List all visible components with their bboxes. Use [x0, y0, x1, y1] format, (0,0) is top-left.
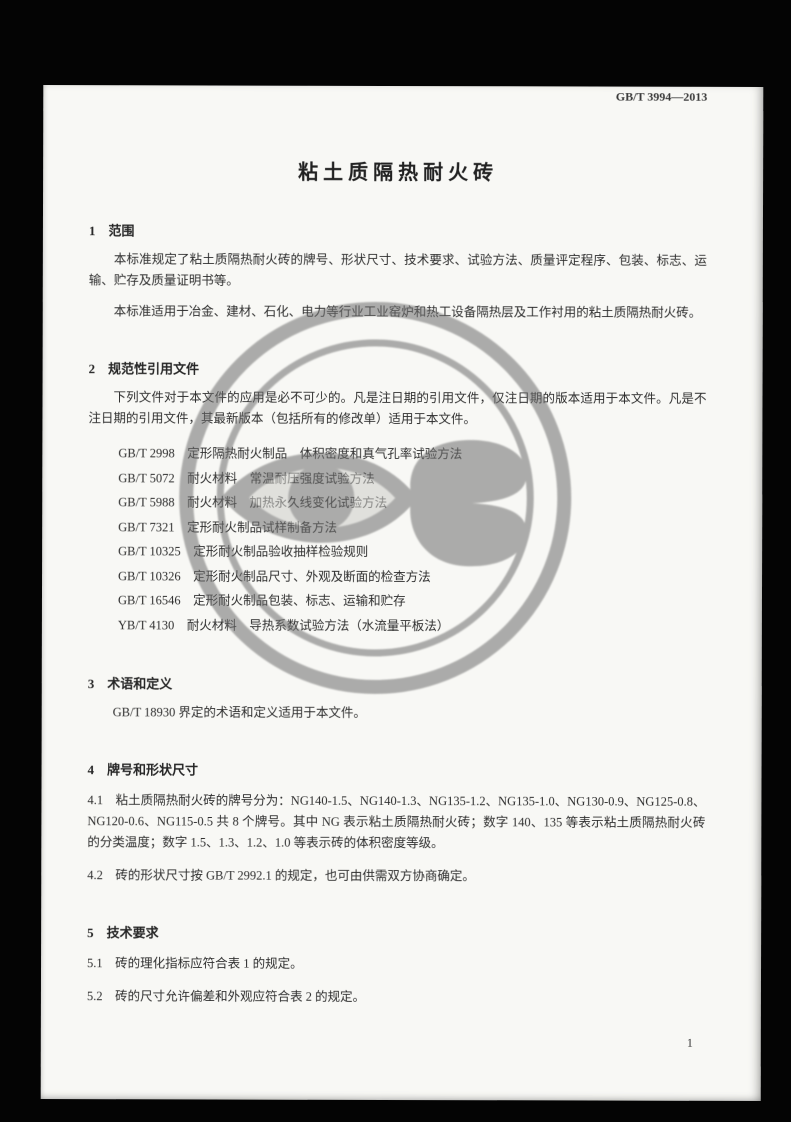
reference-item: GB/T 5072 耐火材料 常温耐压强度试验方法 [118, 470, 375, 486]
reference-item: GB/T 7321 定形耐火制品试样制备方法 [118, 519, 338, 535]
reference-item: GB/T 16546 定形耐火制品包装、标志、运输和贮存 [117, 593, 406, 609]
standard-code: GB/T 3994—2013 [615, 89, 708, 104]
reference-item: YB/T 4130 耐火材料 导热系数试验方法（水流量平板法） [117, 617, 450, 633]
section-3-heading: 3 术语和定义 [87, 676, 173, 692]
reference-item: GB/T 2998 定形隔热耐火制品 体积密度和真气孔率试验方法 [118, 446, 463, 462]
reference-list: GB/T 2998 定形隔热耐火制品 体积密度和真气孔率试验方法 GB/T 50… [118, 441, 707, 639]
section-2-heading: 2 规范性引用文件 [88, 361, 200, 377]
document-content: GB/T 3994—2013 粘土质隔热耐火砖 1 范围 本标准规定了粘土质隔热… [41, 85, 763, 1009]
reference-item: GB/T 10326 定形耐火制品尺寸、外观及断面的检查方法 [118, 568, 431, 584]
section-1-paragraph-1: 本标准规定了粘土质隔热耐火砖的牌号、形状尺寸、技术要求、试验方法、质量评定程序、… [88, 252, 707, 288]
page-number: 1 [686, 1035, 693, 1050]
section-1-heading: 1 范围 [88, 223, 135, 239]
clause-5-1: 5.1 砖的理化指标应符合表 1 的规定。 [87, 956, 303, 971]
section-1-paragraph-2: 本标准适用于冶金、建材、石化、电力等行业工业窑炉和热工设备隔热层及工作衬用的粘土… [113, 304, 702, 320]
clause-4-2: 4.2 砖的形状尺寸按 GB/T 2992.1 的规定，也可由供需双方协商确定。 [87, 868, 475, 884]
reference-item: GB/T 5988 耐火材料 加热永久线变化试验方法 [118, 495, 388, 510]
section-3-paragraph: GB/T 18930 界定的术语和定义适用于本文件。 [112, 705, 366, 720]
document-title: 粘土质隔热耐火砖 [298, 161, 499, 185]
section-2-intro: 下列文件对于本文件的应用是必不可少的。凡是注日期的引用文件，仅注日期的版本适用于… [88, 390, 707, 427]
document-page: GB/T 3994—2013 粘土质隔热耐火砖 1 范围 本标准规定了粘土质隔热… [40, 85, 764, 1101]
section-5-heading: 5 技术要求 [87, 925, 159, 941]
clause-4-1: 4.1 粘土质隔热耐火砖的牌号分为：NG140-1.5、NG140-1.3、NG… [87, 793, 706, 851]
reference-item: GB/T 10325 定形耐火制品验收抽样检验规则 [118, 544, 369, 559]
section-4-heading: 4 牌号和形状尺寸 [87, 762, 199, 778]
clause-5-2: 5.2 砖的尺寸允许偏差和外观应符合表 2 的规定。 [86, 989, 366, 1004]
